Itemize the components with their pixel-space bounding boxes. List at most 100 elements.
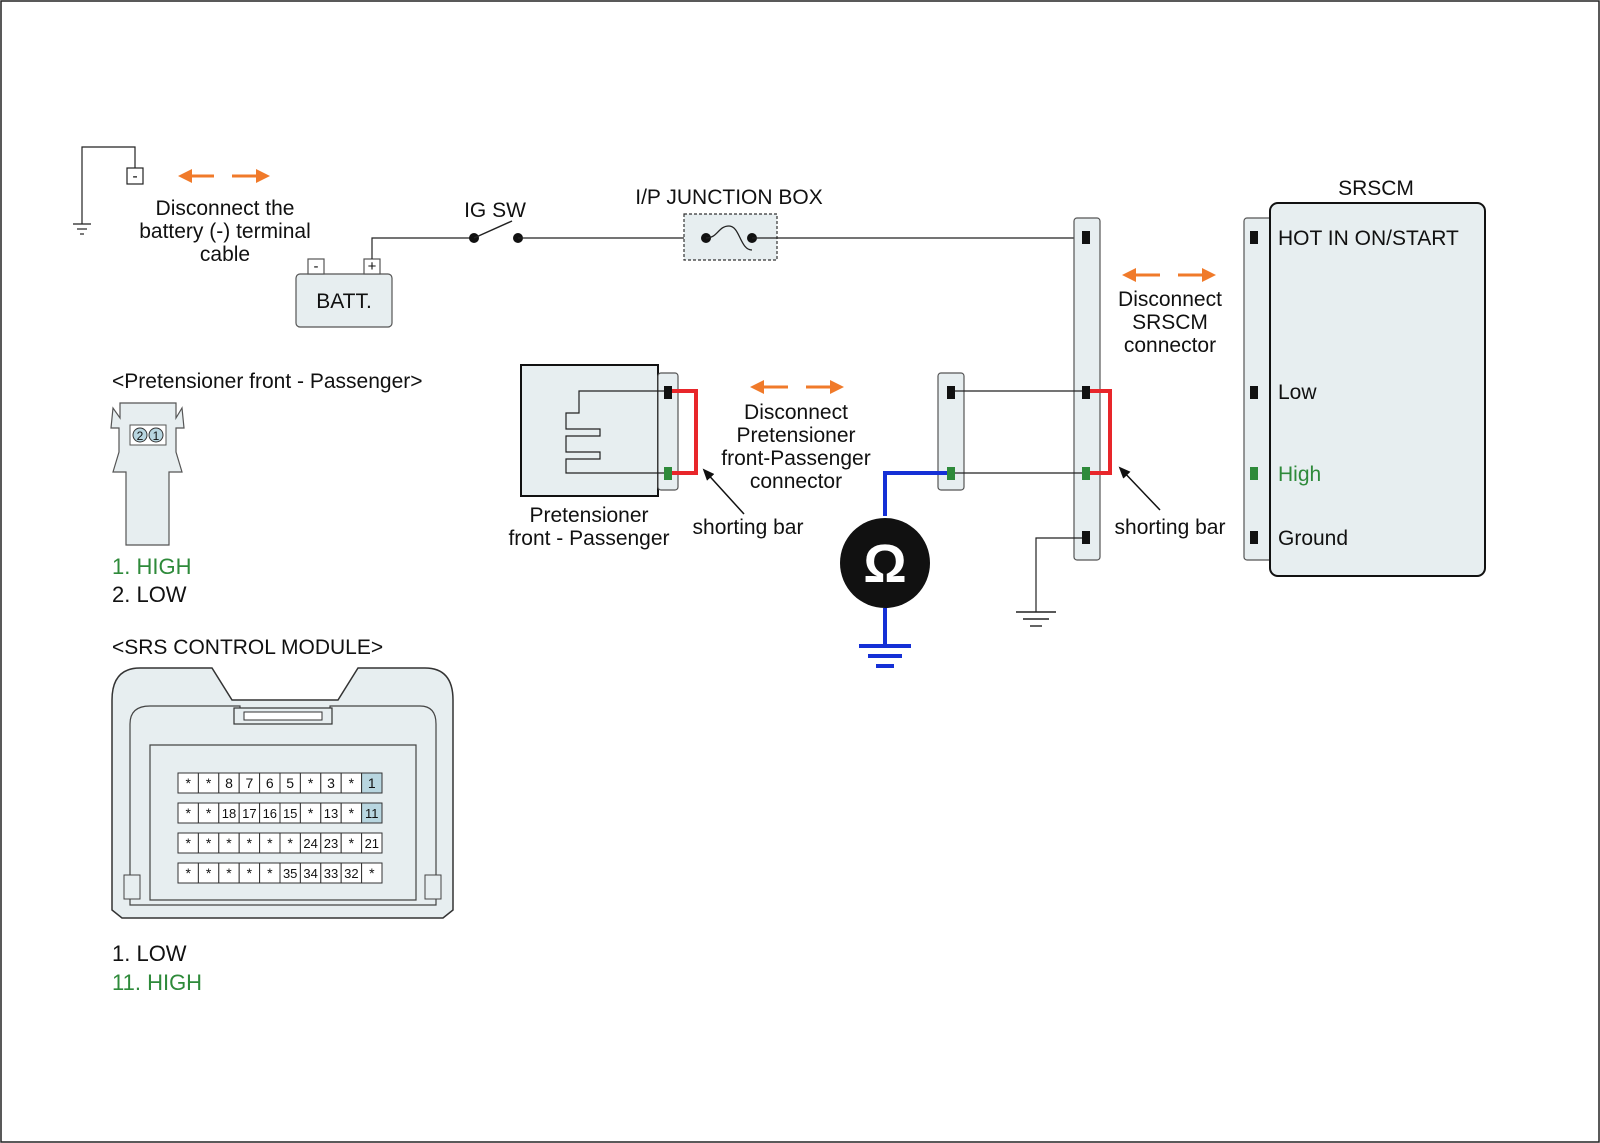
srs-pin-label: 16: [263, 806, 277, 821]
srs-pin-label: *: [308, 775, 314, 791]
srs-pin-cell: [361, 832, 383, 854]
ohmmeter-symbol: Ω: [863, 534, 906, 594]
srs-pin-label: 17: [242, 806, 256, 821]
ground-icon: [73, 215, 91, 235]
srscm-pin-high: [1250, 467, 1258, 480]
pretensioner-disconnect-group: Disconnect Pretensioner front-Passenger …: [721, 380, 871, 493]
srs-pin-label: *: [206, 805, 212, 821]
srs-pin-label: 15: [283, 806, 297, 821]
battery-body: [295, 273, 393, 328]
pretensioner-disconnect-line-4: connector: [750, 470, 842, 493]
srs-pin-label: *: [185, 805, 191, 821]
srs-pin-label: *: [247, 835, 253, 851]
pretensioner-unit: Pretensioner front - Passenger: [508, 364, 679, 550]
srs-pin-label: 1: [368, 775, 376, 791]
srs-pin-label: *: [308, 805, 314, 821]
srs-pin-label: 7: [246, 775, 254, 791]
omega-circle-icon: [840, 518, 930, 608]
ig-switch: IG SW: [464, 199, 526, 243]
srs-pin-label: *: [267, 835, 273, 851]
junction-box-outline: [683, 213, 778, 261]
pretensioner-connector-housing: [110, 402, 185, 546]
inline-pin-low: [947, 386, 955, 399]
srs-pin-label: 8: [225, 775, 233, 791]
double-arrow-icon: [178, 169, 270, 183]
srs-pin-label: 32: [344, 866, 358, 881]
shorting-bar-right-arrow: [1118, 466, 1161, 511]
srscm-pin-hot: [1250, 231, 1258, 244]
srs-legend-low: 1. LOW: [112, 941, 187, 966]
battery-disconnect-line-2: battery (-) terminal: [139, 220, 311, 243]
pretensioner-disconnect-line-1: Disconnect: [744, 401, 848, 424]
battery-neg-post: [307, 258, 325, 275]
srs-pin-label: *: [206, 775, 212, 791]
srscm-disconnect-line-1: Disconnect: [1118, 288, 1222, 311]
srscm-pin-label-ground: Ground: [1278, 527, 1348, 550]
srscm-body: [1269, 202, 1486, 577]
pretensioner-pin-low: [664, 386, 672, 399]
srs-pin-label: *: [185, 835, 191, 851]
srs-module-clip-left: [123, 874, 141, 900]
harness-pin-hot: [1082, 231, 1090, 244]
double-arrow-icon: [1122, 268, 1216, 282]
srscm-pin-low: [1250, 386, 1258, 399]
shorting-bar-left: [672, 389, 698, 475]
harness-pin-high: [1082, 467, 1090, 480]
srs-pin-label: *: [206, 835, 212, 851]
srs-module-clip-right: [424, 874, 442, 900]
srs-module-title: <SRS CONTROL MODULE>: [112, 636, 383, 659]
shorting-bar-left-label: shorting bar: [693, 516, 804, 539]
double-arrow-icon: [750, 380, 844, 394]
srs-pin-label: *: [206, 865, 212, 881]
ground-icon: [1016, 611, 1056, 627]
srscm-disconnect-group: Disconnect SRSCM connector: [1118, 268, 1222, 357]
inline-connector: [937, 372, 965, 491]
srs-pin-label: *: [185, 865, 191, 881]
srs-pin-label: *: [349, 835, 355, 851]
srs-pin-label: *: [247, 865, 253, 881]
pretensioner-connector-view: <Pretensioner front - Passenger> 2 1 1. …: [110, 370, 423, 607]
battery-label: BATT.: [316, 290, 372, 313]
battery-feed-wire: [371, 237, 474, 259]
srs-pin-label: 13: [324, 806, 338, 821]
negative-terminal-label: -: [132, 168, 137, 185]
pretensioner-label-line-1: Pretensioner: [529, 504, 648, 527]
srs-pin-label: 33: [324, 866, 338, 881]
srs-pin-label: *: [267, 865, 273, 881]
srs-pin-label: *: [226, 865, 232, 881]
meter-positive-lead: [883, 471, 947, 516]
srs-pin-label: 6: [266, 775, 274, 791]
pretensioner-disconnect-line-2: Pretensioner: [736, 424, 855, 447]
pretensioner-legend-high: 1. HIGH: [112, 554, 191, 579]
junction-box: I/P JUNCTION BOX: [635, 186, 823, 261]
srs-pin-label: *: [349, 805, 355, 821]
srscm-harness-pins: [1082, 231, 1090, 544]
srscm-pin-label-high: High: [1278, 463, 1321, 486]
srs-pin-label: 23: [324, 836, 338, 851]
ground-icon: [859, 644, 911, 668]
battery-neg-label: -: [314, 258, 319, 275]
srscm-pin-ground: [1250, 531, 1258, 544]
shorting-bar-right-label: shorting bar: [1115, 516, 1226, 539]
srs-pin-label: 11: [365, 806, 379, 821]
pretensioner-connector: [657, 372, 679, 491]
srscm-disconnect-line-2: SRSCM: [1132, 311, 1208, 334]
shorting-bar-right: [1090, 389, 1112, 475]
inline-pin-high: [947, 467, 955, 480]
srscm-title: SRSCM: [1338, 177, 1414, 200]
srs-pin-cell: [361, 772, 383, 794]
srs-pin-label: 21: [365, 836, 379, 851]
srscm-pin-label-low: Low: [1278, 381, 1317, 404]
srs-pin-cell: [361, 802, 383, 824]
harness-pin-low: [1082, 386, 1090, 399]
pretensioner-pin-high: [664, 467, 672, 480]
shorting-bar-left-arrow: [702, 468, 745, 515]
pretensioner-legend-low: 2. LOW: [112, 582, 187, 607]
srs-pin-label: *: [369, 865, 375, 881]
pretensioner-pin-label-2: 2: [137, 429, 144, 443]
srs-pin-label: 34: [303, 866, 317, 881]
srscm-module: SRSCM HOT IN ON/START Low High Ground: [1243, 177, 1486, 577]
srs-pin-label: 5: [286, 775, 294, 791]
